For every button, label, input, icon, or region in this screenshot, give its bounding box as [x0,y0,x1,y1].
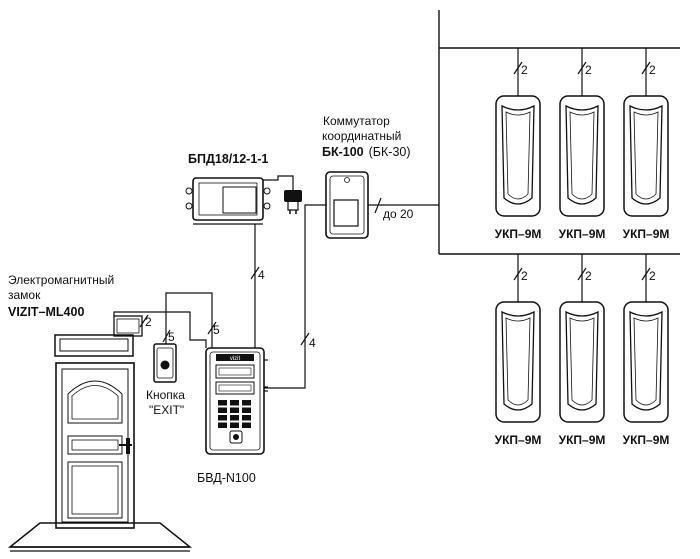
handset-label: УКП–9М [559,433,606,447]
panel-keypad [218,400,251,428]
exit-button-label-line2: "EXIT" [149,403,184,417]
switch-panel-wire-count: 4 [309,336,316,350]
switch-label-line1: Коммутатор [323,114,390,128]
electromagnetic-lock [54,315,143,357]
handsets-grid: 2УКП–9М2УКП–9М2УКП–9М2УКП–9М2УКП–9М2УКП–… [495,48,670,447]
switch-model-label: БК-100(БК-30) [322,145,411,159]
panel-logo: vizit [230,356,241,362]
lock-label-line2: замок [8,288,41,302]
keypad-key [230,407,239,413]
exit-button [153,343,177,383]
wire-count-marks: 2 5 5 4 4 до 20 [139,197,414,350]
keypad-key [242,400,251,406]
call-panel: vizit [205,347,268,455]
handset-wire-count: 2 [649,269,656,283]
lock-model-label: VIZIT–ML400 [8,305,84,319]
exit-button-label-line1: Кнопка [146,388,185,402]
power-plug [284,190,302,214]
coordinate-switch [325,171,369,239]
keypad-key [230,400,239,406]
call-panel-label: БВД-N100 [197,471,256,485]
wiring [113,10,680,389]
handset-count-label: до 20 [383,207,414,221]
keypad-key [242,415,251,421]
door [7,362,193,552]
power-supply-label: БПД18/12-1-1 [188,152,268,166]
handset-wire-count: 2 [649,63,656,77]
handset-label: УКП–9М [495,227,542,241]
keypad-key [218,422,227,428]
handset-wire-count: 2 [521,63,528,77]
handset-label: УКП–9М [559,227,606,241]
lock-label-line1: Электромагнитный [8,273,114,287]
handset-label: УКП–9М [623,227,670,241]
keypad-key [242,407,251,413]
handset-wire-count: 2 [585,269,592,283]
psu-panel-wire-count: 4 [258,268,265,282]
handset-label: УКП–9М [495,433,542,447]
handset-wire-count: 2 [585,63,592,77]
handset-wire-count: 2 [521,269,528,283]
panel-lock-wire-count: 5 [213,323,220,337]
keypad-key [230,422,239,428]
button-wire-count: 5 [168,330,175,344]
handset-label: УКП–9М [623,433,670,447]
switch-label-line2: координатный [322,129,401,143]
keypad-key [242,422,251,428]
keypad-key [218,400,227,406]
keypad-key [230,415,239,421]
power-supply-unit [185,177,271,225]
keypad-key [218,415,227,421]
lock-wire-count: 2 [145,315,152,329]
keypad-key [218,407,227,413]
